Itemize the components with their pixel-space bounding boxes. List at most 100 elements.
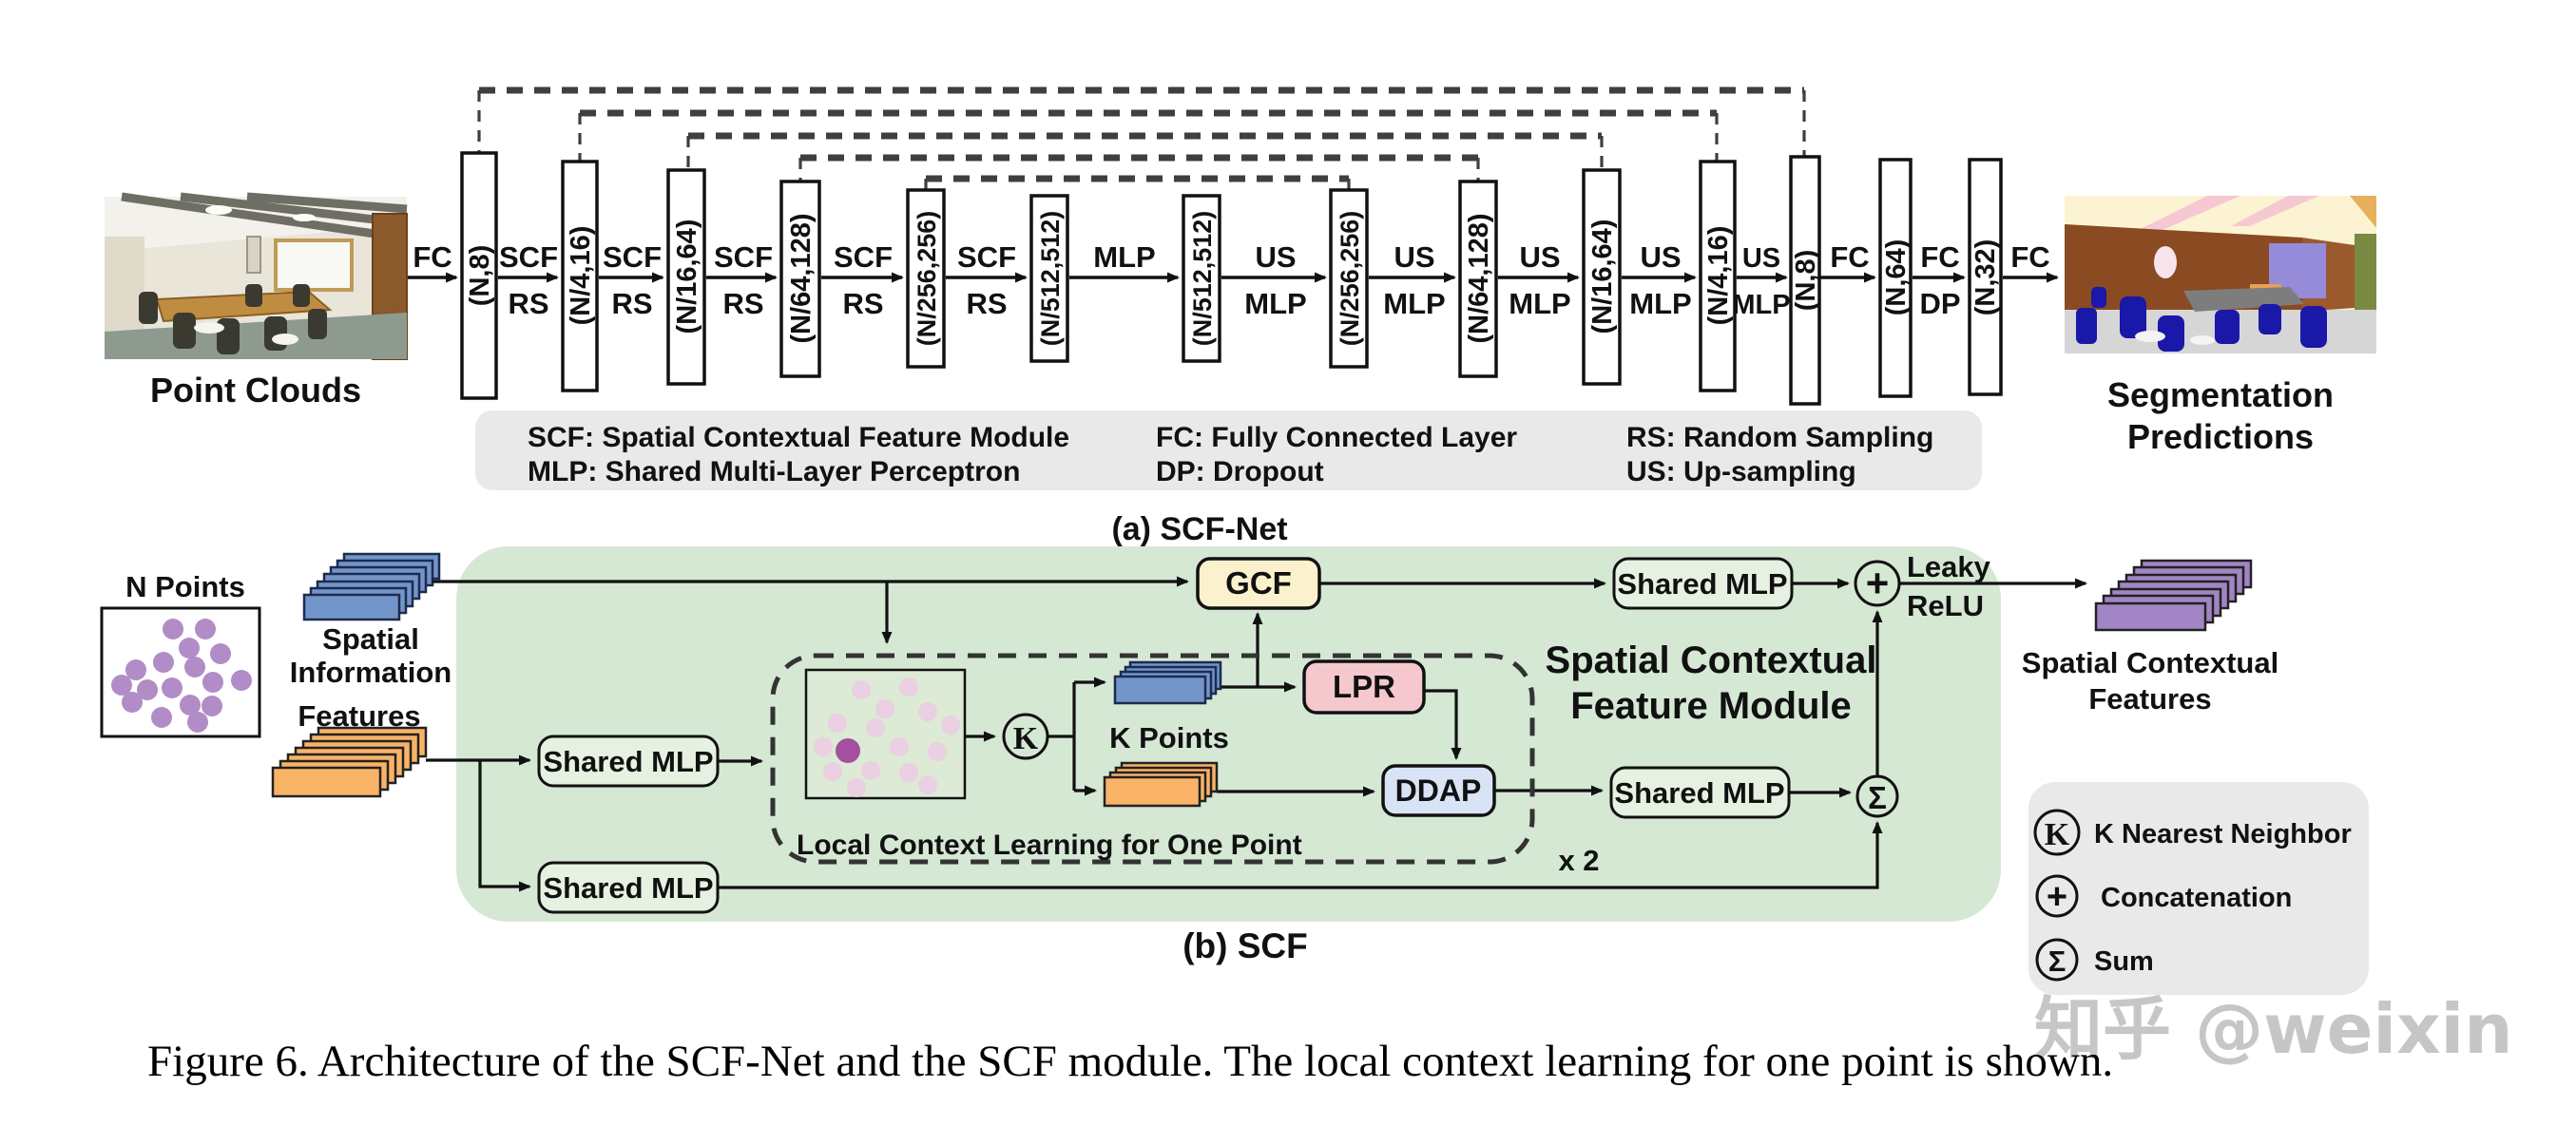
point-clouds-image <box>105 192 408 360</box>
repeat-x2-label: x 2 <box>1558 844 1599 877</box>
spatial-information-stack <box>302 552 441 621</box>
figure-caption: Figure 6. Architecture of the SCF-Net an… <box>147 1037 2113 1086</box>
legend-a: SCF: Spatial Contextual Feature Module M… <box>528 422 1933 487</box>
layer-box-label-11: (N,8) <box>1791 250 1821 311</box>
k-points-spatial-stack <box>1113 660 1222 705</box>
layer-box-13 <box>1968 158 2003 396</box>
panel-b-title: (b) SCF <box>1182 926 1308 965</box>
point-dots <box>111 619 252 733</box>
layer-box-10 <box>1699 160 1737 392</box>
stage-0-top: FC <box>413 240 452 274</box>
gcf-box <box>1196 557 1321 610</box>
ddap-box <box>1381 764 1496 817</box>
stage-labels: FC SCF RS SCF RS SCF RS SCF RS SCF RS ML… <box>413 240 2049 320</box>
shared-mlp-box-1 <box>537 735 720 788</box>
legend-concat-symbol: + <box>2047 877 2067 917</box>
module-title-line2: Feature Module <box>1570 685 1852 727</box>
stage-4-bot: RS <box>842 287 883 320</box>
stage-3-bot: RS <box>722 287 763 320</box>
segmentation-label-line1: Segmentation <box>2107 375 2334 414</box>
layer-box-label-8: (N/64,128) <box>1464 213 1494 343</box>
stage-9-top: US <box>1519 240 1560 274</box>
ddap-label: DDAP <box>1395 773 1482 808</box>
scf-module-background <box>456 546 2001 922</box>
line-lpr-to-ddap <box>1424 689 1462 760</box>
layer-box-8 <box>1458 180 1498 378</box>
stage-2-bot: RS <box>611 287 652 320</box>
shared-mlp-label-3: Shared MLP <box>1617 567 1787 601</box>
legend-b: K K Nearest Neighbor + Concatenation Σ S… <box>2033 809 2352 982</box>
stage-6-top: MLP <box>1093 240 1155 274</box>
spatial-info-label-line1: Spatial <box>322 622 419 656</box>
shared-mlp-box-4 <box>1609 766 1791 819</box>
layer-box-label-4: (N/256,256) <box>913 211 941 347</box>
layer-box-1 <box>561 160 599 392</box>
stage-4-top: SCF <box>834 240 893 274</box>
stage-11-top: US <box>1742 243 1780 274</box>
stage-5-top: SCF <box>957 240 1016 274</box>
legend-a-item-fc: FC: Fully Connected Layer <box>1156 422 1517 453</box>
layer-box-4 <box>906 188 946 369</box>
shared-mlp-boxes <box>537 557 1794 914</box>
sum-circle <box>1855 774 1899 818</box>
layer-box-7 <box>1329 188 1369 369</box>
skip-drops <box>477 90 1806 189</box>
output-feature-stack <box>2094 559 2253 632</box>
legend-a-item-rs: RS: Random Sampling <box>1626 422 1933 453</box>
module-title-line1: Spatial Contextual <box>1546 639 1877 681</box>
layer-box-12 <box>1878 158 1913 398</box>
k-points-feature-stack <box>1103 761 1219 808</box>
layer-box-label-5: (N/512,512) <box>1036 211 1065 347</box>
lpr-box <box>1302 659 1426 715</box>
stage-13-bot: DP <box>1919 287 1960 320</box>
output-label-line1: Spatial Contextual <box>2022 646 2278 679</box>
shared-mlp-label-2: Shared MLP <box>543 871 713 905</box>
layer-box-label-2: (N/16,64) <box>672 219 702 334</box>
segmentation-label-line2: Predictions <box>2127 417 2314 456</box>
panel-b-lines <box>426 576 2087 892</box>
output-label-line2: Features <box>2088 682 2211 716</box>
stage-2-top: SCF <box>603 240 662 274</box>
layer-box-label-6: (N/512,512) <box>1188 211 1217 347</box>
stage-12-top: FC <box>1830 240 1869 274</box>
stage-14-top: FC <box>2010 240 2049 274</box>
stage-13-top: FC <box>1920 240 1959 274</box>
skip-connections <box>477 86 1806 189</box>
legend-knn-circle <box>2033 809 2081 856</box>
knn-circle <box>1002 713 1049 760</box>
layer-box-5 <box>1029 194 1069 363</box>
layer-box-9 <box>1582 168 1622 386</box>
layer-box-label-7: (N/256,256) <box>1336 211 1364 347</box>
sum-symbol: Σ <box>1868 780 1887 815</box>
stage-8-top: US <box>1394 240 1434 274</box>
lpr-label: LPR <box>1333 669 1395 704</box>
shared-mlp-label-4: Shared MLP <box>1614 776 1784 810</box>
layer-box-label-0: (N,8) <box>465 245 495 306</box>
legend-a-item-dp: DP: Dropout <box>1156 456 1324 487</box>
legend-a-item-us: US: Up-sampling <box>1626 456 1856 487</box>
mini-point-dots <box>814 678 960 797</box>
legend-concat-label: Concatenation <box>2101 883 2292 913</box>
legend-a-item-mlp: MLP: Shared Multi-Layer Perceptron <box>528 456 1020 487</box>
layer-box-label-13: (N,32) <box>1970 239 2001 316</box>
layer-box-2 <box>666 168 706 386</box>
layer-box-label-3: (N/64,128) <box>786 213 817 343</box>
stage-1-top: SCF <box>499 240 558 274</box>
leaky-relu-line2: ReLU <box>1907 589 1984 622</box>
legend-a-background <box>475 410 1982 490</box>
local-context-box <box>770 653 1535 865</box>
line-features-to-mlp2 <box>478 760 531 892</box>
gcf-label: GCF <box>1225 565 1292 601</box>
layer-box-0 <box>460 151 498 400</box>
segmentation-image <box>2065 196 2376 353</box>
line-mlp2-to-sum <box>718 821 1883 889</box>
leaky-relu-line1: Leaky <box>1907 550 1991 583</box>
local-context-label: Local Context Learning for One Point <box>797 830 1302 861</box>
layer-box-label-10: (N/4,16) <box>1703 226 1734 326</box>
legend-sum-symbol: Σ <box>2048 945 2067 978</box>
layer-box-3 <box>779 180 821 378</box>
layer-box-11 <box>1789 155 1821 406</box>
panel-a-title: (a) SCF-Net <box>1111 511 1287 547</box>
stage-10-top: US <box>1640 240 1681 274</box>
features-stack <box>271 726 428 798</box>
